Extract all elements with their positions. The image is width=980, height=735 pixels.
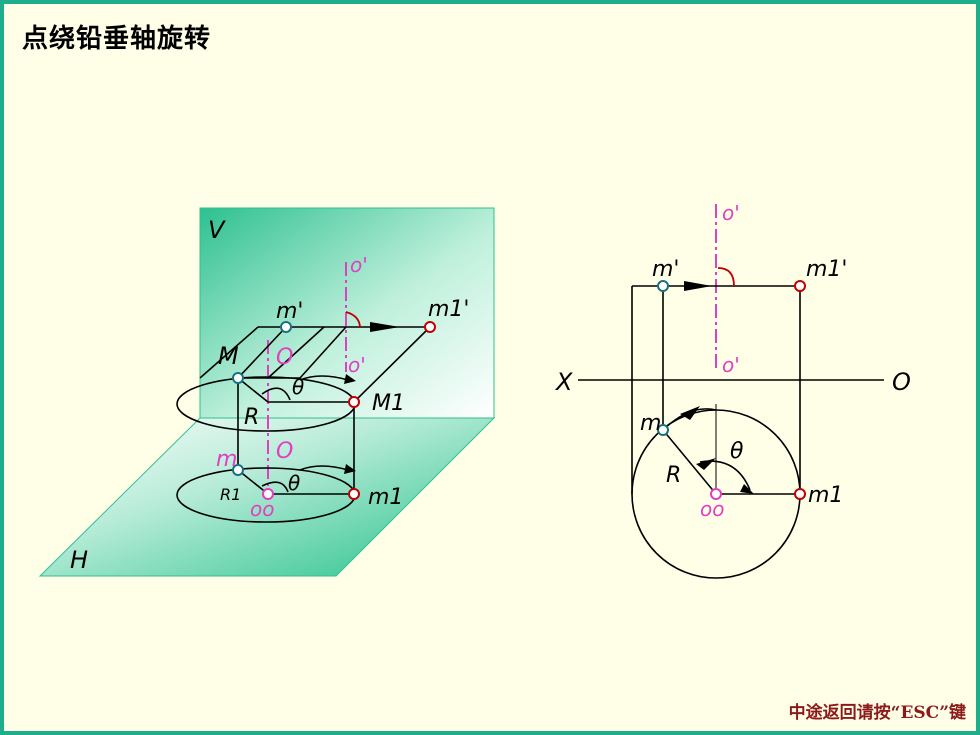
point-M1 bbox=[348, 396, 360, 408]
label-m: m bbox=[216, 447, 237, 472]
point-m bbox=[232, 464, 244, 476]
label-o-prime-mid: o' bbox=[348, 353, 366, 377]
point-m-ortho bbox=[657, 424, 669, 436]
label-theta-ortho: θ bbox=[730, 439, 744, 464]
label-m-prime: m' bbox=[276, 299, 303, 324]
oblique-mid bbox=[267, 326, 325, 379]
radius-R1 bbox=[237, 469, 269, 495]
label-theta-top: θ bbox=[292, 375, 304, 399]
point-m1-prime bbox=[424, 321, 436, 333]
label-R-ortho: R bbox=[666, 463, 681, 488]
label-O-mid: O bbox=[276, 345, 293, 370]
label-R: R bbox=[244, 405, 259, 430]
label-m1-prime-ortho: m1' bbox=[806, 257, 847, 282]
label-m-ortho: m bbox=[640, 411, 661, 436]
rotation-arrow-lower bbox=[299, 465, 349, 471]
label-plane-v: V bbox=[208, 216, 226, 244]
label-theta-bottom: θ bbox=[288, 471, 300, 495]
point-M bbox=[232, 372, 244, 384]
label-plane-h: H bbox=[70, 546, 88, 574]
theta-arc-upper bbox=[261, 387, 291, 401]
label-O: O bbox=[892, 368, 911, 396]
point-m1 bbox=[348, 488, 360, 500]
slide-title: 点绕铅垂轴旋转 bbox=[22, 24, 212, 54]
arrowhead-arc-ortho bbox=[680, 406, 700, 420]
point-m1-ortho bbox=[794, 488, 806, 500]
oblique-right bbox=[299, 326, 347, 379]
label-M: M bbox=[218, 342, 239, 370]
left-3d-view: V H m' m1' o' o' M M1 O O R θ m R1 θ oo … bbox=[38, 207, 496, 577]
radius-R bbox=[237, 377, 269, 403]
theta-arc-lower bbox=[261, 481, 289, 493]
rotation-arrow-upper bbox=[299, 375, 349, 381]
label-oo: oo bbox=[250, 497, 274, 521]
arrowhead-theta-start bbox=[696, 458, 716, 470]
label-R1: R1 bbox=[220, 485, 241, 504]
label-M1: M1 bbox=[372, 391, 405, 416]
point-oo bbox=[262, 488, 274, 500]
projector-m-mprime bbox=[237, 326, 287, 379]
label-oo-ortho: oo bbox=[700, 497, 724, 521]
arrowhead-v-projection bbox=[684, 281, 712, 291]
point-m1-prime-ortho bbox=[794, 280, 806, 292]
radius-R-ortho bbox=[662, 429, 717, 495]
oblique-left bbox=[199, 326, 259, 379]
right-ortho-view: o' m' m1' X O o' m θ R oo m1 bbox=[554, 201, 911, 579]
label-m1: m1 bbox=[368, 485, 403, 510]
arrowhead-v-trace bbox=[370, 322, 400, 332]
arrowhead-theta-ortho bbox=[740, 484, 754, 494]
point-m-prime-ortho bbox=[657, 280, 669, 292]
label-o-prime-top: o' bbox=[350, 253, 368, 277]
label-O-low: O bbox=[276, 439, 293, 464]
label-o-prime-top-ortho: o' bbox=[722, 201, 740, 225]
label-m-prime-ortho: m' bbox=[652, 257, 679, 282]
point-oo-ortho bbox=[710, 488, 722, 500]
esc-hint: 中途返回请按“ESC”键 bbox=[788, 703, 966, 723]
label-m1-ortho: m1 bbox=[808, 483, 843, 508]
arrowhead-upper bbox=[344, 374, 356, 384]
arrowhead-lower bbox=[344, 464, 356, 474]
red-angle-arc-ortho bbox=[717, 267, 735, 287]
projector-M1-m1prime bbox=[353, 326, 431, 403]
point-m-prime bbox=[280, 321, 292, 333]
label-m1-prime: m1' bbox=[428, 297, 469, 322]
label-o-prime-mid-ortho: o' bbox=[722, 353, 740, 377]
label-X: X bbox=[554, 368, 573, 396]
red-angle-arc bbox=[345, 311, 361, 329]
